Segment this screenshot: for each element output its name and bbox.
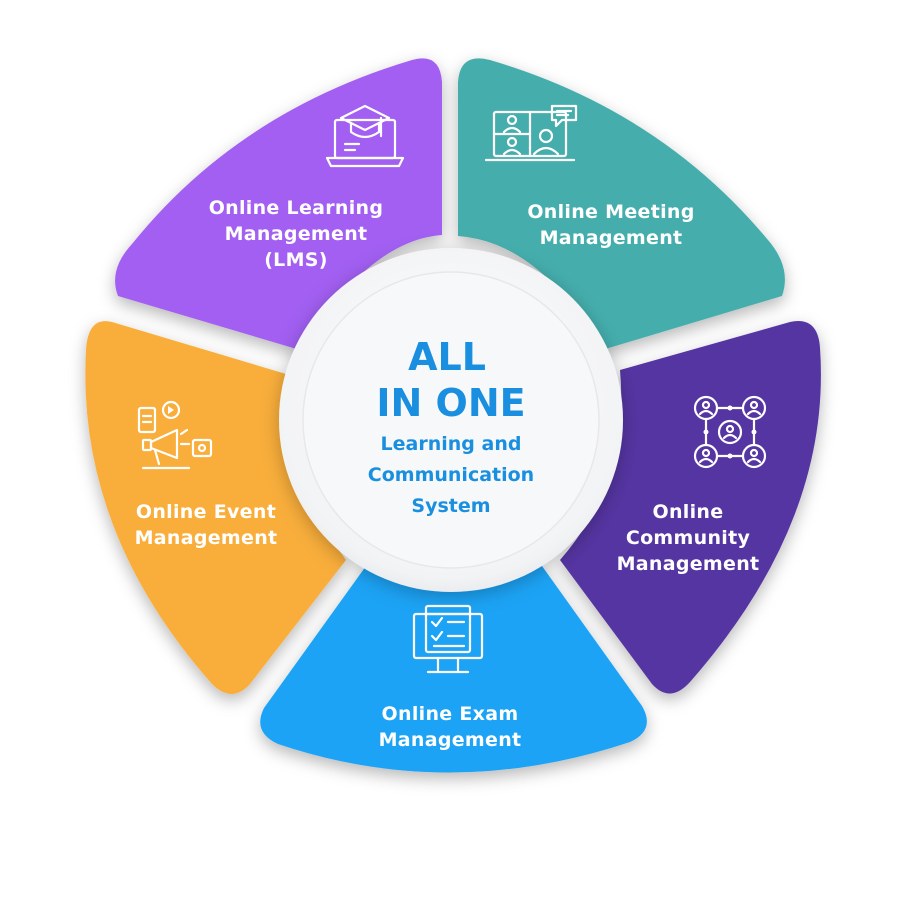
segment-lms-label-line1: Online Learning: [209, 197, 384, 219]
segment-community-label-line1: Online: [653, 501, 724, 523]
segment-exam-label-line1: Online Exam: [382, 703, 519, 725]
hub-title-line1: ALL: [408, 335, 486, 379]
segment-meeting-shape: [458, 58, 785, 350]
hub-subtitle-line1: Learning and: [381, 433, 522, 455]
segment-community-label-line3: Management: [617, 553, 760, 575]
segment-community-label-line2: Community: [626, 527, 751, 549]
hub-title-line2: IN ONE: [376, 381, 525, 425]
segment-event-label-line1: Online Event: [136, 501, 276, 523]
segment-meeting-label-line1: Online Meeting: [527, 201, 694, 223]
segment-exam-label-line2: Management: [379, 729, 522, 751]
exam-monitor-icon: [412, 604, 484, 674]
segment-event-label-line2: Management: [135, 527, 278, 549]
video-conference-icon: [484, 104, 578, 162]
segment-lms-label-line3: (LMS): [264, 249, 328, 271]
center-hub: ALL IN ONE Learning and Communication Sy…: [279, 248, 623, 592]
segment-exam: Online Exam Management: [260, 566, 647, 773]
segment-lms-shape: [115, 58, 442, 350]
segment-exam-shape: [260, 566, 647, 773]
segment-community-shape: [560, 321, 821, 694]
graduation-laptop-icon: [325, 104, 405, 168]
hub-inner-disc: [302, 271, 600, 569]
segment-community: Online Community Management: [560, 321, 821, 694]
segment-meeting-label-line2: Management: [540, 227, 683, 249]
people-network-icon: [693, 395, 767, 469]
megaphone-event-icon: [137, 400, 213, 470]
segment-lms: Online Learning Management (LMS): [115, 58, 442, 350]
segment-lms-label-line2: Management: [225, 223, 368, 245]
segment-meeting: Online Meeting Management: [458, 58, 785, 350]
hub-subtitle-line3: System: [411, 495, 490, 517]
hub-subtitle-line2: Communication: [368, 464, 534, 486]
